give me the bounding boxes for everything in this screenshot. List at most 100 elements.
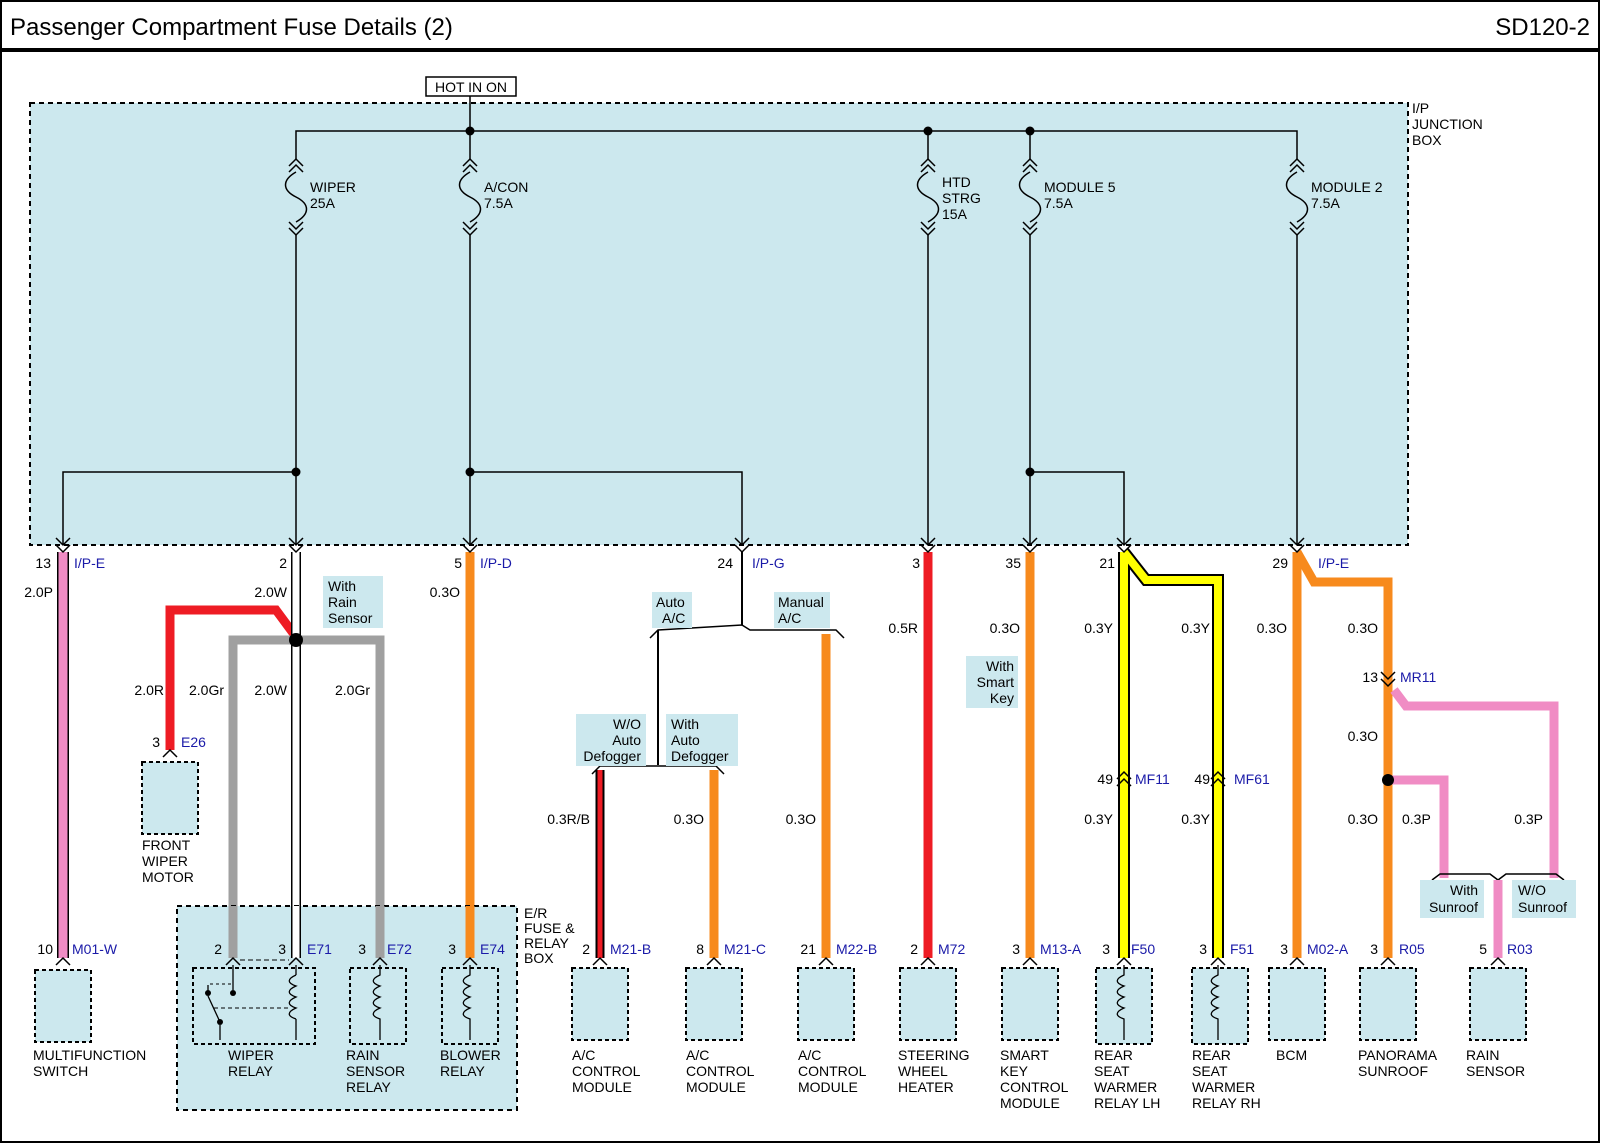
- br-name-1: BLOWER: [440, 1047, 501, 1063]
- rs-name-1: RAIN: [1466, 1047, 1499, 1063]
- wire-0-3o-blower: 0.3O: [430, 584, 460, 600]
- swh-pin: 2: [910, 941, 918, 957]
- rswr-name-1: REAR: [1192, 1047, 1231, 1063]
- er-box-label-3: RELAY: [524, 935, 570, 951]
- ac-control-module-m21b: 2 M21-B A/C CONTROL MODULE: [571, 941, 651, 1095]
- inline-mr11: MR11: [1400, 669, 1437, 685]
- cond-with-defog-2: Auto: [671, 732, 700, 748]
- jb-label-3: BOX: [1412, 132, 1442, 148]
- rain-sensor-relay: 3 E72 RAIN SENSOR RELAY: [346, 941, 412, 1095]
- br-name-2: RELAY: [440, 1063, 486, 1079]
- wire-0-3o-pan-3: 0.3O: [1348, 811, 1378, 827]
- rsr-pin: 3: [358, 941, 366, 957]
- panorama-sunroof: 3 R05 PANORAMA SUNROOF: [1358, 941, 1438, 1079]
- fwm-pin: 3: [152, 734, 160, 750]
- rear-seat-warmer-relay-lh: 3 F50 REAR SEAT WARMER RELAY LH: [1094, 941, 1160, 1111]
- acm-b-connector: M21-B: [610, 941, 651, 957]
- bcm-pin: 3: [1280, 941, 1288, 957]
- power-source-label: HOT IN ON: [435, 79, 507, 95]
- rswl-name-4: RELAY LH: [1094, 1095, 1160, 1111]
- wire-0-3y-lh-top: 0.3Y: [1084, 620, 1113, 636]
- inline-mf61-pin: 49: [1194, 771, 1210, 787]
- swh-name-1: STEERING: [898, 1047, 970, 1063]
- cond-wo-defog-3: Defogger: [583, 748, 641, 764]
- wire-2-0w-top: 2.0W: [254, 584, 287, 600]
- cond-smart-key-2: Smart: [977, 674, 1014, 690]
- fuse-acon-rating: 7.5A: [484, 195, 513, 211]
- cond-rain-3: Sensor: [328, 610, 373, 626]
- wire-2-0gr-right: 2.0Gr: [335, 682, 370, 698]
- wire-splices: [289, 633, 1394, 786]
- fuse-htd-rating: 15A: [942, 206, 968, 222]
- jb-conn-ipd: I/P-D: [480, 555, 512, 571]
- swh-connector: M72: [938, 941, 965, 957]
- fwm-name-1: FRONT: [142, 837, 191, 853]
- acm-m22-connector: M22-B: [836, 941, 877, 957]
- wire-0-3p-wo: 0.3P: [1514, 811, 1543, 827]
- acm-c-name-2: CONTROL: [686, 1063, 755, 1079]
- wr-pin-3: 3: [278, 941, 286, 957]
- rsr-connector: E72: [387, 941, 412, 957]
- mfs-connector: M01-W: [72, 941, 118, 957]
- fuse-htd-name2: STRG: [942, 190, 981, 206]
- cond-rain-2: Rain: [328, 594, 357, 610]
- wire-0-3o-bcm: 0.3O: [1257, 620, 1287, 636]
- wire-0-3y-lh-bottom: 0.3Y: [1084, 811, 1113, 827]
- bcm: 3 M02-A BCM: [1268, 941, 1349, 1063]
- jb-pin-labels: 13 I/P-E 2 5 I/P-D 24 I/P-G 3 35 21 29 I…: [35, 555, 1349, 571]
- jb-pin-5: 5: [454, 555, 462, 571]
- wire-0-3o-smartkey: 0.3O: [990, 620, 1020, 636]
- wr-name-1: WIPER: [228, 1047, 274, 1063]
- acm-m22-pin: 21: [800, 941, 816, 957]
- jb-conn-ipg: I/P-G: [752, 555, 785, 571]
- wire-2-0gr-left: 2.0Gr: [189, 682, 224, 698]
- wire-0-3p-with: 0.3P: [1402, 811, 1431, 827]
- mfs-name-1: MULTIFUNCTION: [33, 1047, 146, 1063]
- cond-wo-defog-2: Auto: [612, 732, 641, 748]
- cond-wo-sunroof-1: W/O: [1518, 882, 1546, 898]
- acm-m22-name-2: CONTROL: [798, 1063, 867, 1079]
- bcm-connector: M02-A: [1307, 941, 1349, 957]
- ac-control-module-m22b: 21 M22-B A/C CONTROL MODULE: [797, 941, 877, 1095]
- cond-rain-1: With: [328, 578, 356, 594]
- er-box-label-4: BOX: [524, 950, 554, 966]
- wiper-relay: 2 3 E71 WIPER RELAY: [192, 941, 332, 1079]
- rswr-connector: F51: [1230, 941, 1254, 957]
- acm-m22-name-1: A/C: [798, 1047, 821, 1063]
- fwm-name-3: MOTOR: [142, 869, 194, 885]
- er-box-wires: [228, 906, 475, 958]
- skm-name-2: KEY: [1000, 1063, 1029, 1079]
- wire-0-3o-ac-c: 0.3O: [674, 811, 704, 827]
- acm-m22-name-3: MODULE: [798, 1079, 858, 1095]
- inline-mr11-pin: 13: [1362, 669, 1378, 685]
- jb-label-1: I/P: [1412, 100, 1429, 116]
- br-connector: E74: [480, 941, 505, 957]
- pan-connector: R05: [1399, 941, 1425, 957]
- wr-pin-2: 2: [214, 941, 222, 957]
- bcm-name: BCM: [1276, 1047, 1307, 1063]
- page-title: Passenger Compartment Fuse Details (2): [10, 14, 453, 41]
- fuse-htd-name: HTD: [942, 174, 971, 190]
- inline-mf11: MF11: [1135, 771, 1170, 787]
- jb-pin-35: 35: [1005, 555, 1021, 571]
- rear-seat-warmer-relay-rh: 3 F51 REAR SEAT WARMER RELAY RH: [1191, 941, 1261, 1111]
- jb-pin-3: 3: [912, 555, 920, 571]
- acm-b-pin: 2: [582, 941, 590, 957]
- front-wiper-motor: 3 E26 FRONT WIPER MOTOR: [141, 734, 206, 885]
- skm-name-4: MODULE: [1000, 1095, 1060, 1111]
- rs-connector: R03: [1507, 941, 1533, 957]
- wire-2-0p: 2.0P: [24, 584, 53, 600]
- internal-bus: [62, 130, 1298, 545]
- swh-name-3: HEATER: [898, 1079, 954, 1095]
- jb-label-2: JUNCTION: [1412, 116, 1483, 132]
- wire-0-3o-pan-1: 0.3O: [1348, 620, 1378, 636]
- acm-c-connector: M21-C: [724, 941, 766, 957]
- skm-name-3: CONTROL: [1000, 1079, 1069, 1095]
- cond-with-defog-1: With: [671, 716, 699, 732]
- rs-pin: 5: [1479, 941, 1487, 957]
- rain-sensor: 5 R03 RAIN SENSOR: [1466, 941, 1533, 1079]
- wire-0-3rb: 0.3R/B: [547, 811, 590, 827]
- fuse-wiper-name: WIPER: [310, 179, 356, 195]
- skm-connector: M13-A: [1040, 941, 1082, 957]
- wire-0-3o-pan-2: 0.3O: [1348, 728, 1378, 744]
